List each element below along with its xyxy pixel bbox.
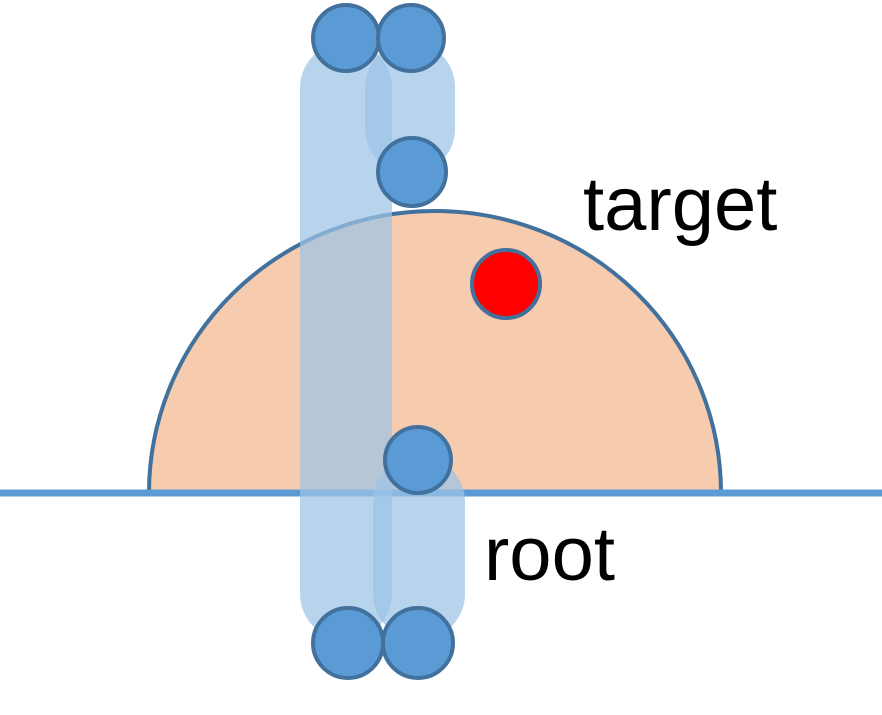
reachable-workspace-dome [146, 209, 724, 495]
target-marker-icon [470, 248, 542, 320]
joint-upper-mid [376, 136, 448, 208]
joint-top-left [311, 3, 381, 73]
arm-link-upper-short [365, 42, 455, 174]
joint-bottom-right [381, 606, 455, 680]
root-label: root [484, 512, 615, 597]
joint-top-right [376, 3, 446, 73]
joints [311, 3, 455, 680]
target-label: target [583, 162, 777, 247]
joint-root [383, 425, 453, 495]
arm-link-long-vertical [300, 42, 392, 640]
arm-link-lower-short [373, 456, 465, 640]
joint-bottom-left [311, 606, 385, 680]
arm-links [300, 42, 465, 640]
